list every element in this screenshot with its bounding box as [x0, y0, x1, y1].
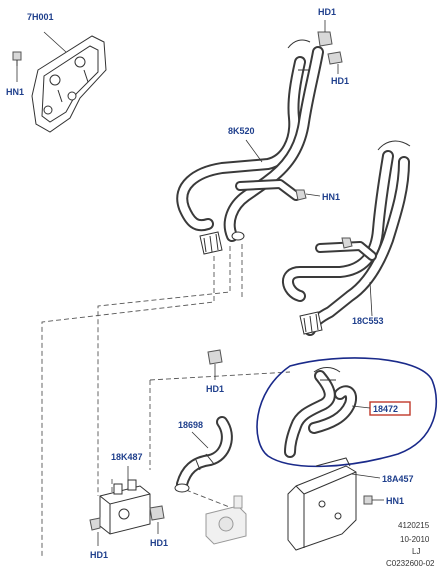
- heater-hose-18c553: [282, 140, 411, 336]
- footer-initials: LJ: [412, 547, 420, 556]
- nut-icon: [12, 51, 22, 66]
- label-18a457: 18A457: [382, 474, 414, 484]
- label-hd1-mid: HD1: [206, 384, 224, 394]
- label-18698: 18698: [178, 420, 203, 430]
- part-number-highlight-box: [369, 401, 411, 416]
- valve-18k487: [89, 479, 165, 535]
- screw-icon: [295, 189, 307, 201]
- label-18c553: 18C553: [352, 316, 384, 326]
- nut-icon: [363, 495, 373, 505]
- label-hn1-mid: HN1: [322, 192, 340, 202]
- routing-dashed-lines: [41, 244, 291, 556]
- clip-icon: [317, 31, 343, 65]
- heater-hose-8k520: [176, 39, 324, 255]
- label-18k487: 18K487: [111, 452, 143, 462]
- label-hd1-top-right: HD1: [331, 76, 349, 86]
- clip-icon: [207, 349, 223, 365]
- label-hn1-top-left: HN1: [6, 87, 24, 97]
- label-hd1-bottom-mid: HD1: [150, 538, 168, 548]
- hose-18698: [174, 416, 233, 493]
- heater-hose-18472: [284, 367, 357, 458]
- footer-date: 10-2010: [400, 535, 430, 544]
- heat-shield-part: [31, 35, 107, 133]
- label-hd1-bottom-left: HD1: [90, 550, 108, 560]
- label-hn1-bottom: HN1: [386, 496, 404, 506]
- footer-drawing-number: C0232600-02: [386, 559, 435, 568]
- label-hd1-top: HD1: [318, 7, 336, 17]
- bracket-18a457: [287, 457, 357, 551]
- highlight-ring: [256, 357, 438, 468]
- label-7h001: 7H001: [27, 12, 54, 22]
- footer-code-1: 4120215: [398, 521, 430, 530]
- coolant-pump-part: [205, 495, 247, 545]
- label-8k520: 8K520: [228, 126, 255, 136]
- label-18472: 18472: [373, 404, 398, 414]
